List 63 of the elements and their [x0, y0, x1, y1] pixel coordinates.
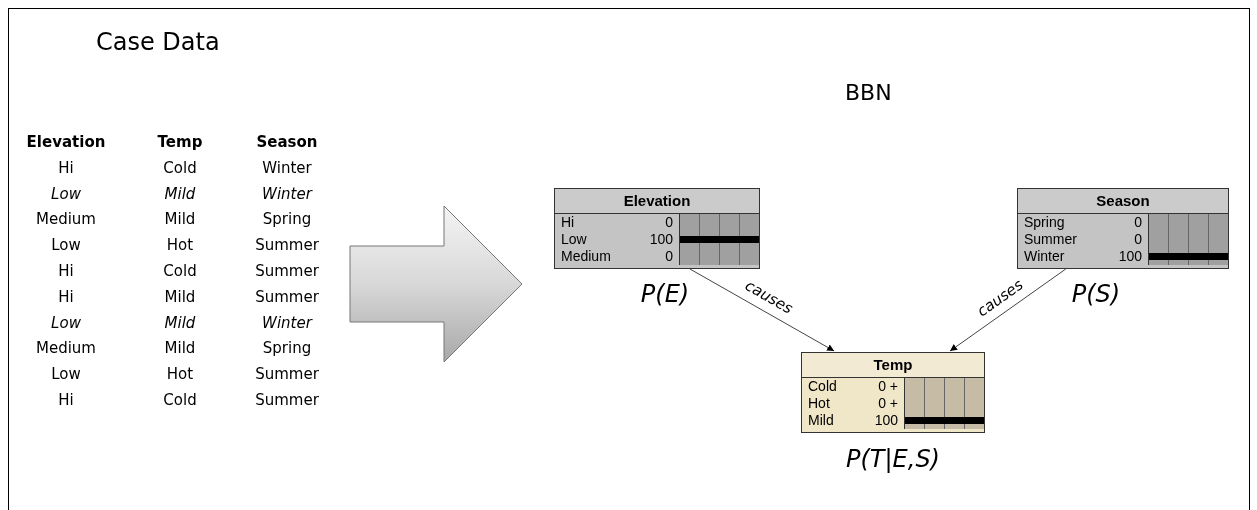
network-node — [1017, 188, 1229, 269]
state-name: Cold — [808, 378, 837, 395]
state-name: Winter — [1024, 248, 1065, 265]
state-value: 0 + — [878, 378, 898, 395]
column-header: Season — [255, 133, 319, 151]
table-cell-text: Medium — [35, 339, 97, 358]
table-cell-text: Medium — [35, 210, 97, 229]
state-value: 0 — [1134, 231, 1142, 248]
table-cell-text: Summer — [254, 262, 320, 280]
table-cell-text: Spring — [261, 339, 313, 358]
heading: BBN — [845, 80, 892, 105]
table-cell-text: Hot — [165, 365, 195, 384]
table-cell-text: Mild — [163, 210, 197, 229]
table-cell-text: Summer — [254, 236, 320, 255]
table-cell-text: Winter — [261, 313, 314, 332]
state-name: Medium — [561, 248, 611, 265]
table-cell-text: Low — [50, 313, 82, 332]
table-cell-text: Spring — [261, 210, 313, 229]
table-cell-text: Winter — [261, 184, 314, 203]
state-name: Low — [561, 231, 587, 248]
table-cell-text: Hi — [57, 391, 75, 409]
table-cell-text: Low — [50, 365, 82, 384]
table-cell-text: Cold — [162, 262, 198, 280]
node-title: Temp — [802, 353, 984, 378]
state-value: 0 — [665, 214, 673, 231]
table-cell-text: Low — [50, 184, 82, 203]
table-cell-text: Hi — [57, 262, 75, 280]
table-cell-text: Winter — [261, 158, 313, 177]
state-name: Hi — [561, 214, 575, 231]
column-header: Temp — [156, 133, 204, 151]
state-name: Summer — [1024, 231, 1077, 248]
arrow — [949, 268, 1067, 352]
network-node — [801, 352, 985, 433]
arrow — [689, 268, 835, 352]
table-cell-text: Cold — [162, 158, 198, 177]
table-cell-text: Mild — [163, 184, 197, 203]
state-value: 0 — [1134, 214, 1142, 231]
table-cell-text: Hi — [57, 158, 75, 177]
state-value: 100 — [874, 412, 898, 429]
table-cell-text: Mild — [163, 313, 197, 332]
heading: Case Data — [96, 28, 220, 56]
probability-label: P(T|E,S) — [845, 445, 941, 473]
table-cell-text: Summer — [254, 365, 320, 384]
table-cell-text: Summer — [254, 391, 320, 409]
network-node — [554, 188, 760, 269]
state-value: 100 — [1118, 248, 1142, 265]
state-name: Hot — [808, 395, 830, 412]
table-cell-text: Low — [50, 236, 82, 255]
probability-label: P(E) — [639, 280, 691, 308]
table-cell-text: Mild — [163, 287, 197, 306]
table-cell-text: Hot — [165, 236, 195, 255]
state-value: 0 — [665, 248, 673, 265]
column-header: Elevation — [25, 133, 107, 151]
state-name: Spring — [1024, 214, 1065, 231]
state-value: 100 — [649, 231, 673, 248]
table-cell-text: Mild — [163, 339, 197, 358]
state-value: 0 + — [878, 395, 898, 412]
state-name: Mild — [808, 412, 834, 429]
table-cell-text: Cold — [162, 391, 198, 409]
node-title: Season — [1018, 189, 1228, 214]
table-cell-text: Summer — [254, 287, 320, 306]
node-title: Elevation — [555, 189, 759, 214]
table-cell-text: Hi — [57, 287, 75, 306]
